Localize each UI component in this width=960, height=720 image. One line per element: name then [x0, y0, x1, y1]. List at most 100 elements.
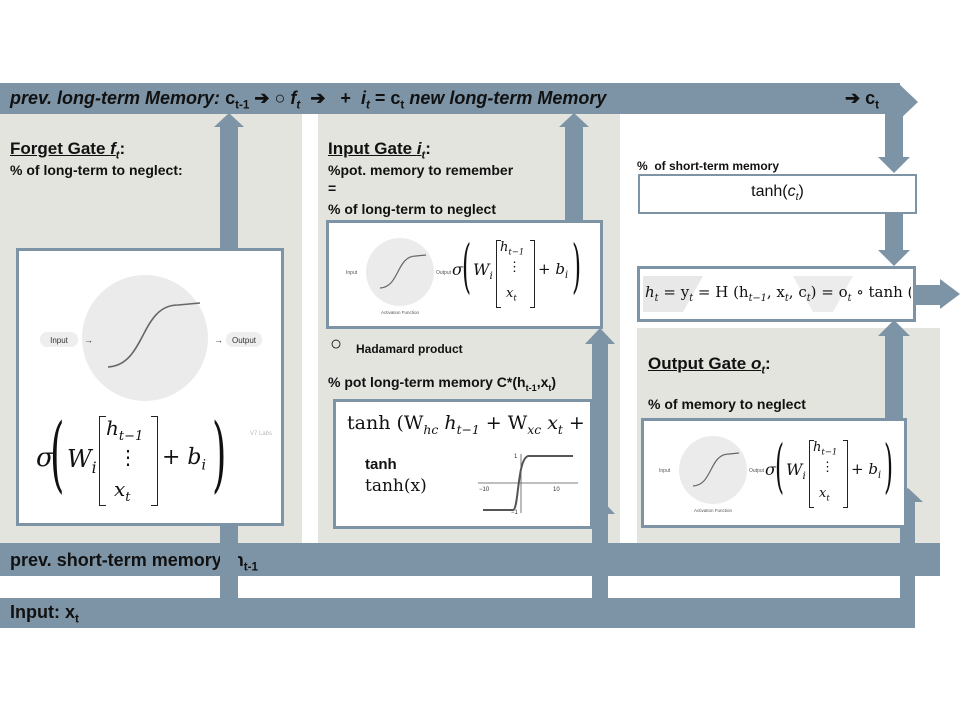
long-term-memory-bar — [0, 83, 900, 114]
background-swoosh — [643, 276, 853, 312]
right-paren: ) — [884, 432, 894, 500]
tanh-to-output-arrowhead — [878, 250, 910, 266]
short-term-memory-bar — [0, 543, 940, 576]
activation-caption: Activation Function — [381, 310, 420, 315]
vector-x: xt — [506, 286, 517, 303]
input-gate-line1: %pot. memory to remember — [328, 162, 514, 178]
vector-h: ht−1 — [106, 416, 144, 444]
arrow-icon: → — [214, 335, 223, 345]
vector-x: xt — [114, 477, 131, 505]
input-gate-up-connector — [565, 125, 583, 220]
memory-bar-arrowhead — [898, 83, 918, 121]
tanh-ct-text: tanh(ct) — [751, 183, 804, 204]
input-gate-input-arrowhead — [585, 328, 615, 344]
output-gate-title: Output Gate ot: — [648, 354, 771, 377]
output-gate-up-arrowhead — [878, 320, 910, 336]
watermark: V7 Labs — [250, 431, 273, 437]
sigmoid-curve — [107, 302, 201, 368]
forget-gate-formula: σ ( Wi ht−1 ⋮ xt + bi ) — [34, 407, 272, 513]
arrow-icon: → — [84, 335, 93, 345]
vector-h: ht−1 — [813, 440, 838, 457]
input-gate-input-connector — [592, 342, 608, 628]
sigmoid-activation-diagram: Input → → Output — [40, 275, 262, 401]
right-paren: ) — [572, 232, 582, 300]
weight-term: Wi — [67, 445, 97, 477]
new-memory-output-label: ➔ ct — [845, 88, 880, 112]
input-node-label: Input — [659, 468, 671, 474]
tanh-curve — [483, 455, 573, 511]
vector-dots: ⋮ — [508, 260, 521, 275]
output-node-label: Output — [232, 336, 257, 345]
input-label: Input: xt — [10, 602, 79, 626]
vector-bracket-left — [99, 416, 106, 506]
output-node — [226, 332, 262, 347]
output-gate-formula: σ ( Wi ht−1 ⋮ xt + bi ) — [761, 428, 898, 518]
left-paren: ( — [50, 407, 65, 502]
vector-dots: ⋮ — [118, 445, 138, 469]
activation-circle — [366, 238, 434, 306]
left-paren: ( — [462, 232, 472, 300]
input-bar — [0, 598, 915, 628]
hidden-state-formula-image: ht = yt = H (ht−1, xt, ct) = ot ∘ tanh (… — [643, 272, 911, 316]
short-term-memory-label: prev. short-term memory: ht-1 — [10, 550, 259, 574]
input-node-label: Input — [346, 270, 358, 276]
vector-x: xt — [819, 486, 830, 503]
input-gate-title: Input Gate it: — [328, 139, 431, 162]
vector-bracket-left — [809, 440, 814, 508]
input-node-label: Input — [50, 336, 69, 345]
tanh-ct-box — [638, 174, 917, 214]
memory-to-tanh-arrowhead — [878, 157, 910, 173]
bias-term: + bi — [538, 260, 569, 281]
hidden-state-formula: ht = yt = H (ht−1, xt, ct) = ot ∘ tanh (… — [645, 283, 911, 304]
activation-caption: Activation Function — [694, 508, 733, 513]
forget-gate-up-arrowhead — [214, 113, 244, 127]
sigmoid-curve — [379, 254, 427, 289]
bias-term: + bi — [162, 445, 207, 474]
output-gate-description: % of memory to neglect — [648, 396, 806, 412]
vector-bracket-left — [496, 240, 501, 308]
hadamard-symbol: ○ — [330, 333, 343, 355]
left-paren: ( — [775, 432, 785, 500]
tanh-function: tanh(x) — [365, 476, 427, 496]
forget-gate-description: % of long-term to neglect: — [10, 162, 183, 178]
tanh-label: tanh — [365, 456, 397, 473]
tanh-plot: −10 10 1 −1 — [478, 454, 578, 516]
output-gate-input-connector — [900, 500, 915, 628]
forget-gate-up-connector — [220, 125, 238, 248]
tanh-to-output-connector — [885, 213, 903, 253]
sigma-symbol: σ — [36, 443, 54, 473]
vector-bracket-right — [843, 440, 848, 508]
output-node-label: Output — [749, 468, 765, 474]
sigmoid-activation-diagram-small: Input Output Activation Function — [346, 238, 452, 315]
input-gate-image: Input Output Activation Function σ ( Wi … — [338, 230, 588, 318]
axis-tick-label: 1 — [514, 454, 518, 460]
output-gate-up-connector — [885, 334, 903, 420]
input-gate-formula: σ ( Wi ht−1 ⋮ xt + bi ) — [448, 230, 588, 318]
vector-dots: ⋮ — [821, 460, 834, 475]
hidden-state-output-bar — [915, 285, 943, 305]
axis-tick-label: −10 — [479, 487, 490, 493]
output-gate-image: Input Output Activation Function σ ( Wi … — [651, 428, 898, 518]
candidate-memory-image: tanh (Whc ht−1 + Wxc xt + bc) tanh tanh(… — [345, 406, 590, 519]
vector-bracket-right — [151, 416, 158, 506]
activation-circle — [82, 275, 208, 401]
weight-term: Wi — [473, 260, 493, 283]
weight-term: Wi — [786, 460, 806, 483]
axis-tick-label: −1 — [511, 510, 519, 516]
right-paren: ) — [212, 407, 227, 502]
hadamard-label: Hadamard product — [356, 342, 463, 356]
output-node-label: Output — [436, 270, 452, 276]
sigmoid-activation-diagram-small: Input Output Activation Function — [659, 436, 765, 513]
long-term-memory-label: prev. long-term Memory: ct-1 ➔ ○ ft ➔ + … — [10, 88, 607, 112]
short-term-memory-caption: % of short-term memory — [637, 159, 780, 173]
input-node — [40, 332, 78, 347]
axis-tick-label: 10 — [553, 487, 560, 493]
sigmoid-curve — [692, 452, 740, 487]
activation-circle — [679, 436, 747, 504]
vector-h: ht−1 — [500, 240, 525, 257]
candidate-formula: tanh (Whc ht−1 + Wxc xt + bc) — [347, 412, 590, 437]
sigma-symbol: σ — [765, 460, 776, 479]
input-gate-line3: % of long-term to neglect — [328, 201, 496, 217]
forget-gate-image: Input → → Output V7 Labs σ ( Wi ht−1 ⋮ x… — [28, 255, 274, 521]
